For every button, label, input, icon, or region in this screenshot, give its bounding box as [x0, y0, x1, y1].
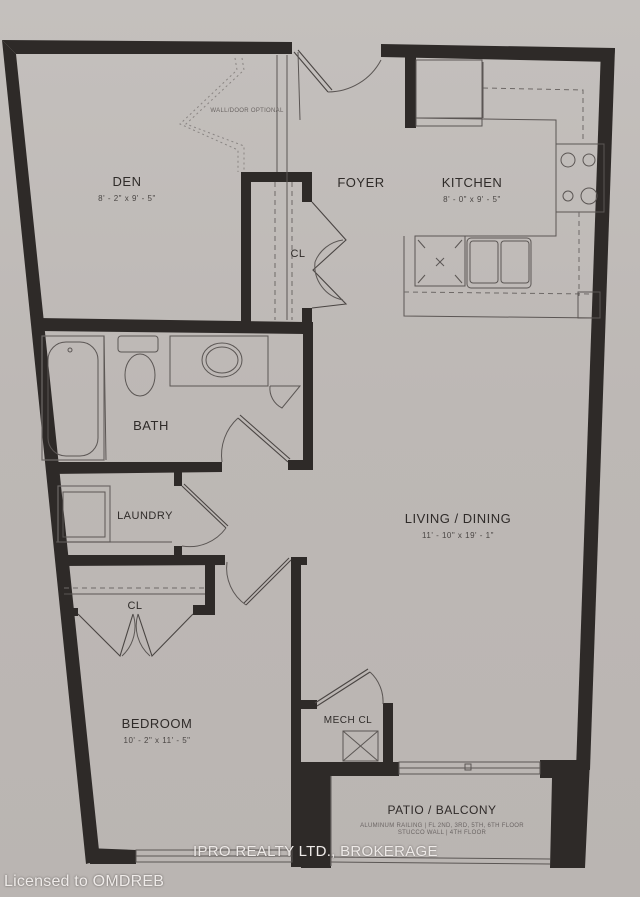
room-mech-closet: MECH CL — [323, 715, 373, 726]
room-den-dimensions: 8' - 2" x 9' - 5" — [98, 194, 156, 203]
room-den-name: DEN — [112, 174, 142, 189]
wall-bath-right — [303, 322, 313, 470]
room-kitchen-dimensions: 8' - 0" x 9' - 5" — [443, 195, 501, 204]
room-patio-balcony: PATIO / BALCONY ALUMINUM RAILING | FL 2N… — [360, 801, 524, 836]
room-laundry: LAUNDRY — [117, 510, 173, 522]
wall-mech-right — [383, 703, 393, 765]
room-bedroom-closet: CL — [127, 600, 143, 612]
wall-laundry-stub-bottom — [174, 546, 182, 560]
patio-note-railing: ALUMINUM RAILING | FL 2ND, 3RD, 5TH, 6TH… — [360, 823, 524, 829]
wall-bedroom-right-top — [291, 557, 307, 565]
room-living-dining-name: LIVING / DINING — [404, 511, 512, 526]
wall-closet-stub-top — [302, 172, 312, 202]
wall-top-left — [2, 40, 292, 54]
room-patio-balcony-name: PATIO / BALCONY — [387, 803, 497, 817]
wall-laundry-bedroom — [58, 555, 225, 566]
room-foyer-name: FOYER — [337, 175, 385, 190]
kitchen-sink — [466, 237, 532, 289]
bath-sink — [201, 342, 243, 378]
wall-mech-top — [301, 700, 317, 709]
wall-bath-laundry — [48, 462, 222, 474]
bath-tub — [41, 335, 105, 461]
mech-unit — [342, 730, 379, 762]
wall-closet-stub-bottom — [302, 308, 312, 334]
wall-kitchen-pier — [405, 52, 416, 128]
room-bath: BATH — [133, 417, 169, 435]
room-bedroom-dimensions: 10' - 2" x 11' - 5" — [123, 736, 191, 745]
room-kitchen: KITCHEN 8' - 0" x 9' - 5" — [442, 174, 503, 204]
wall-bedroom-right — [291, 557, 301, 867]
wall-bottom-bedroom — [86, 848, 136, 864]
wall-laundry-stub-top — [174, 462, 182, 486]
kitchen-cooktop — [555, 143, 605, 213]
wall-right-lower — [540, 760, 590, 868]
den-wall-optional-note: WALL/DOOR OPTIONAL — [210, 108, 284, 114]
wall-left — [2, 40, 100, 864]
kitchen-dishwasher — [414, 235, 466, 287]
license-watermark: Licensed to OMDREB — [4, 873, 165, 890]
patio-note-stucco: STUCCO WALL | 4TH FLOOR — [397, 830, 487, 836]
wall-top-right — [381, 44, 615, 62]
wall-bath-right-stub — [288, 460, 313, 470]
room-bedroom-name: BEDROOM — [121, 716, 193, 731]
room-foyer-closet: CL — [290, 248, 306, 260]
bath-toilet-tank — [117, 335, 159, 353]
wall-bedroom-closet-return — [193, 605, 215, 615]
room-kitchen-name: KITCHEN — [441, 175, 503, 190]
room-living-dining-dimensions: 11' - 10" x 19' - 1" — [422, 531, 494, 540]
wall-balcony-left — [301, 762, 331, 868]
wall-den-bath — [38, 318, 305, 334]
kitchen-fridge — [415, 59, 483, 127]
brokerage-watermark: IPRO REALTY LTD., BROKERAGE — [193, 843, 438, 860]
room-bath-name: BATH — [133, 418, 169, 433]
room-living-dining: LIVING / DINING 11' - 10" x 19' - 1" — [405, 510, 511, 540]
wall-closet-left — [241, 172, 251, 322]
wall-bedroom-closet-left-stub — [64, 608, 78, 616]
wall-right — [576, 48, 615, 770]
wall-bedroom-closet-right — [205, 560, 215, 615]
room-foyer: FOYER — [337, 174, 384, 192]
bath-toilet-bowl — [124, 353, 156, 397]
wall-closet-top — [241, 172, 312, 182]
room-bedroom: BEDROOM 10' - 2" x 11' - 5" — [122, 715, 193, 745]
room-den: DEN 8' - 2" x 9' - 5" — [98, 173, 156, 203]
